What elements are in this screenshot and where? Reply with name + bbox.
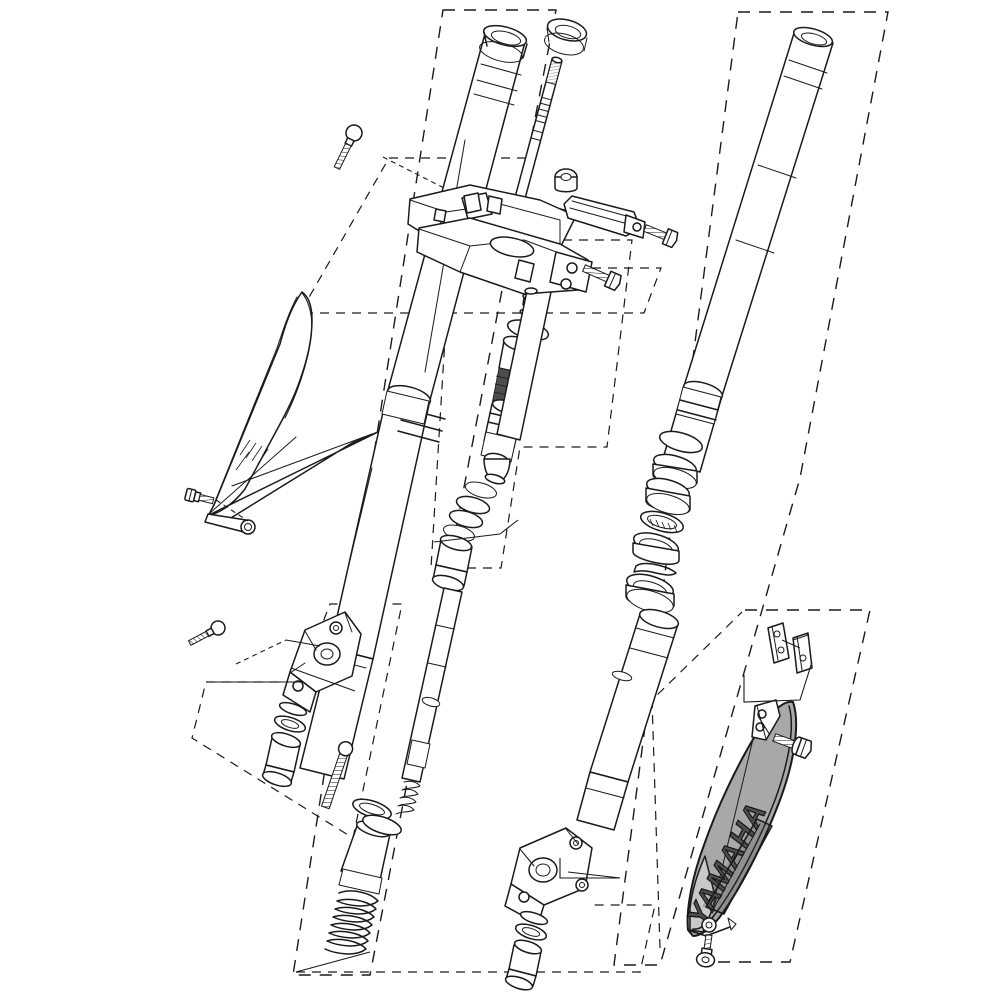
part-seal-bush-stack-right	[625, 430, 704, 614]
leader-line-fender	[567, 871, 621, 879]
part-seal-stack-left	[261, 701, 308, 788]
part-fender-bracket-plate-b	[792, 632, 813, 674]
leader-plate-a-b	[781, 639, 801, 649]
part-axle-holder-right	[504, 827, 593, 925]
group-boundary-left-fork	[292, 9, 557, 976]
group-boundary-axle-holder-left	[191, 603, 403, 839]
leader-plate-to-fender	[743, 661, 813, 703]
part-inner-fork-tube-right	[683, 26, 834, 397]
part-damper-rod-assembly	[508, 18, 588, 222]
part-fender-flange-bolt	[757, 715, 812, 759]
part-pinch-bolt-upper	[333, 124, 449, 191]
part-fork-lower-leg-right	[576, 608, 680, 831]
part-cable-guide-clamp	[554, 168, 646, 239]
part-clamp-bolt	[643, 224, 679, 249]
part-under-bracket	[416, 217, 593, 295]
part-inner-rod-middle	[362, 534, 473, 836]
part-bracket-bolt-lower	[581, 264, 622, 292]
part-fork-spring-left	[324, 890, 379, 955]
part-o-ring-set-middle	[442, 481, 498, 542]
part-guard-mount-bolt	[184, 487, 249, 522]
part-lower-tube-and-spring-left	[320, 741, 392, 955]
part-brake-hose-guard	[204, 291, 379, 535]
part-fender-lower-bolt	[695, 934, 716, 968]
part-small-nut-middle	[524, 287, 538, 295]
leader-lines	[206, 519, 519, 973]
group-boundary-damper	[430, 239, 633, 569]
group-boundary-upper-bracket	[298, 157, 662, 314]
part-drain-seal-stack-right	[504, 910, 549, 991]
part-axle-holder-bolt-left	[187, 620, 321, 665]
part-fender-bracket-plate-a	[767, 622, 790, 664]
